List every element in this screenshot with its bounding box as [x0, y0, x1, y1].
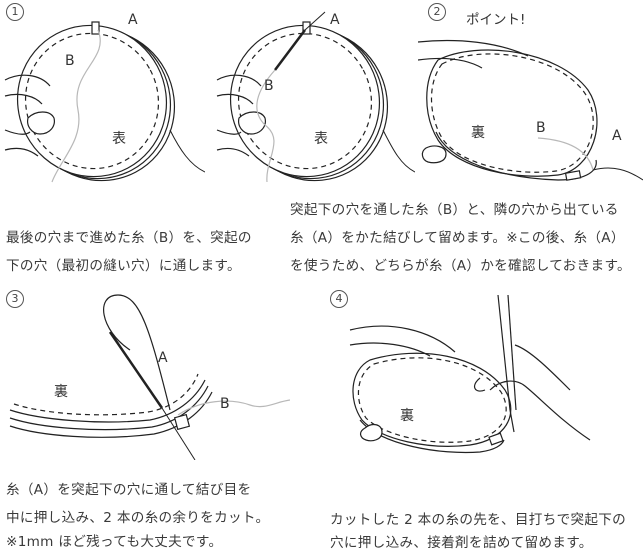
step-1-illustration-a — [4, 21, 205, 183]
step-1-caption-line-2: 下の穴（最初の縫い穴）に通します。 — [6, 258, 241, 274]
step-4-number: 4 — [330, 290, 348, 308]
step-2-number: 2 — [428, 3, 446, 21]
step-3-label-a: A — [158, 350, 168, 366]
step-3-caption-line-3: ※1mm ほど残っても大丈夫です。 — [6, 534, 223, 550]
step-1-caption-line-1: 最後の穴まで進めた糸（B）を、突起の — [6, 230, 252, 246]
step-2-caption-line-3: を使うため、どちらが糸（A）かを確認しておきます。 — [290, 258, 631, 274]
step-1a-label-front: 表 — [112, 131, 126, 147]
step-3-label-back: 裏 — [54, 384, 68, 400]
step-2-caption-line-2: 糸（A）をかた結びして留めます。※この後、糸（A） — [290, 230, 625, 246]
step-1b-label-b: B — [264, 78, 274, 94]
step-4-label-back: 裏 — [400, 408, 414, 424]
step-1b-label-a: A — [330, 12, 340, 28]
step-2-illustration — [418, 39, 643, 181]
step-2-title: ポイント! — [466, 12, 526, 28]
step-4-illustration — [349, 294, 591, 454]
step-4-caption-line-1: カットした 2 本の糸の先を、目打ちで突起下の — [330, 512, 627, 528]
step-3-illustration — [9, 294, 290, 460]
step-2-label-b: B — [536, 120, 546, 136]
step-1b-label-front: 表 — [314, 131, 328, 147]
step-2-label-back: 裏 — [471, 125, 485, 141]
step-3-caption-line-1: 糸（A）を突起下の穴に通して結び目を — [6, 482, 252, 498]
step-3-label-b: B — [220, 396, 230, 412]
step-1a-label-a: A — [128, 12, 138, 28]
step-2-label-a: A — [612, 128, 622, 144]
step-1-illustration-b — [216, 11, 415, 183]
step-3-number: 3 — [6, 290, 24, 308]
step-2-caption-line-1: 突起下の穴を通した糸（B）と、隣の穴から出ている — [290, 202, 619, 218]
step-1a-label-b: B — [65, 53, 75, 69]
step-3-caption-line-2: 中に押し込み、2 本の糸の余りをカット。 — [6, 510, 270, 526]
step-1-number: 1 — [6, 3, 24, 21]
step-4-caption-line-2: 穴に押し込み、接着剤を詰めて留めます。 — [330, 535, 593, 551]
